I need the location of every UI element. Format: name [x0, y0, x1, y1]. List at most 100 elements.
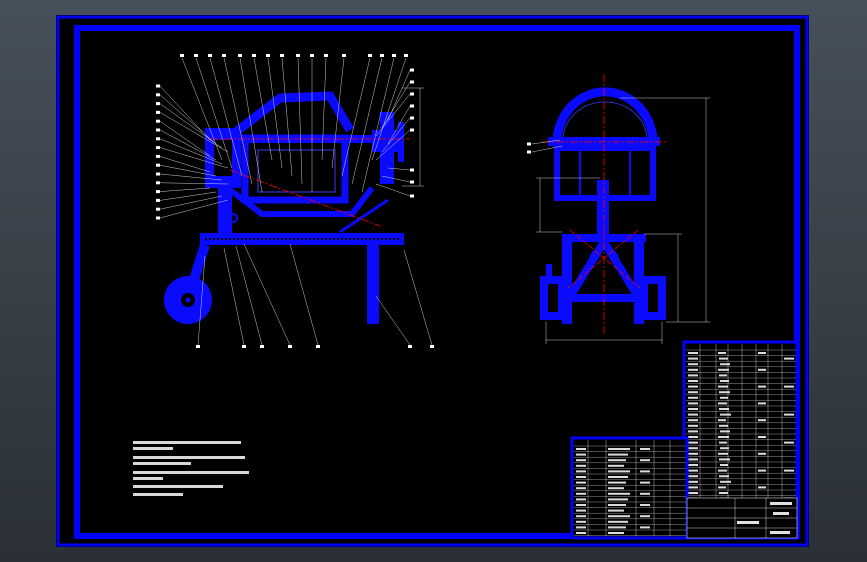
leader-line [387, 167, 411, 171]
leader-line [331, 57, 345, 169]
cell-mark [720, 447, 729, 450]
leader-tag [410, 128, 414, 132]
cell-mark [576, 459, 586, 462]
cell-mark [688, 391, 698, 394]
cell-mark [608, 532, 624, 534]
cell-mark [688, 413, 698, 416]
cell-mark [688, 363, 698, 366]
leader-line [223, 247, 245, 346]
side-dome-rib [562, 101, 648, 141]
drum-arch [233, 91, 354, 136]
cell-mark [718, 452, 728, 455]
leader-line [223, 57, 253, 185]
leader-tag [527, 142, 531, 146]
cell-mark [576, 526, 586, 529]
cell-mark [576, 453, 586, 456]
cell-mark [576, 498, 586, 501]
leader-tag [527, 150, 531, 154]
leader-tag [408, 345, 412, 348]
side-wheel-left-inner [548, 284, 558, 312]
tilt-arm [228, 186, 375, 217]
cell-mark [640, 481, 650, 484]
leader-line [351, 57, 383, 185]
cell-mark [576, 532, 586, 534]
cell-mark [608, 487, 624, 490]
leader-line [159, 187, 211, 192]
tech-notes [133, 441, 249, 496]
leader-tag [252, 54, 256, 57]
leader-line [159, 129, 217, 161]
cell-mark [688, 419, 698, 422]
parts-list-lower [570, 436, 689, 540]
cell-mark [576, 464, 586, 467]
cell-mark [688, 424, 698, 427]
leader-tag [156, 190, 160, 194]
leader-line [159, 191, 217, 201]
leader-tag [410, 194, 414, 198]
cell-mark [718, 352, 726, 354]
leader-tag [288, 345, 292, 348]
cell-mark [688, 374, 698, 377]
leader-tag [410, 116, 414, 120]
cell-mark [688, 436, 698, 438]
leader-line [159, 112, 229, 153]
side-left-upright [562, 234, 572, 324]
cell-mark [576, 520, 586, 523]
leader-line [159, 173, 223, 181]
side-dome [552, 87, 658, 144]
leader-tag [156, 216, 160, 220]
cell-mark [688, 380, 698, 382]
cell-mark [688, 396, 698, 399]
leader-tag [260, 345, 264, 348]
cell-mark [608, 526, 626, 529]
cell-mark [576, 448, 586, 450]
leader-tag [156, 154, 160, 158]
leader-tag [156, 181, 160, 185]
leader-line [375, 129, 411, 161]
leader-line [159, 182, 229, 185]
leader-line [387, 105, 411, 145]
cell-mark [688, 480, 698, 483]
leader-tag [156, 128, 160, 132]
cell-mark [758, 402, 766, 405]
leader-tag [316, 345, 320, 348]
cell-mark [784, 413, 794, 416]
cell-mark [784, 357, 794, 360]
leader-line [289, 243, 319, 346]
leader-line [243, 243, 291, 346]
note-line-6 [133, 477, 163, 480]
leader-line [341, 57, 371, 177]
side-column [597, 180, 609, 240]
leader-tag [324, 54, 328, 57]
cell-mark [720, 396, 728, 399]
cell-mark [720, 480, 731, 483]
parts-list-lower-grid [574, 440, 686, 536]
title-block-mark-4 [737, 521, 759, 524]
side-leaders [527, 139, 563, 154]
leader-line [159, 85, 211, 141]
outer-border [56, 15, 809, 547]
leader-tag [156, 146, 160, 150]
tech-notes-lines [133, 441, 249, 496]
leader-tag [410, 68, 414, 72]
leader-line [159, 103, 223, 149]
cell-mark [758, 419, 766, 422]
leader-line [159, 121, 211, 157]
cell-mark [718, 368, 729, 371]
cell-mark [718, 469, 727, 472]
cell-mark [688, 458, 698, 461]
leader-tag [156, 119, 160, 123]
gearbox-inner [214, 140, 232, 176]
leader-tag [196, 345, 200, 348]
leader-line [281, 57, 293, 177]
cell-mark [608, 520, 628, 523]
cell-mark [719, 441, 727, 444]
support-leg [367, 240, 379, 324]
leader-tag [368, 54, 372, 57]
leader-line [267, 57, 283, 169]
cell-mark [640, 459, 650, 462]
leader-line [531, 139, 561, 145]
leader-line [159, 138, 223, 165]
